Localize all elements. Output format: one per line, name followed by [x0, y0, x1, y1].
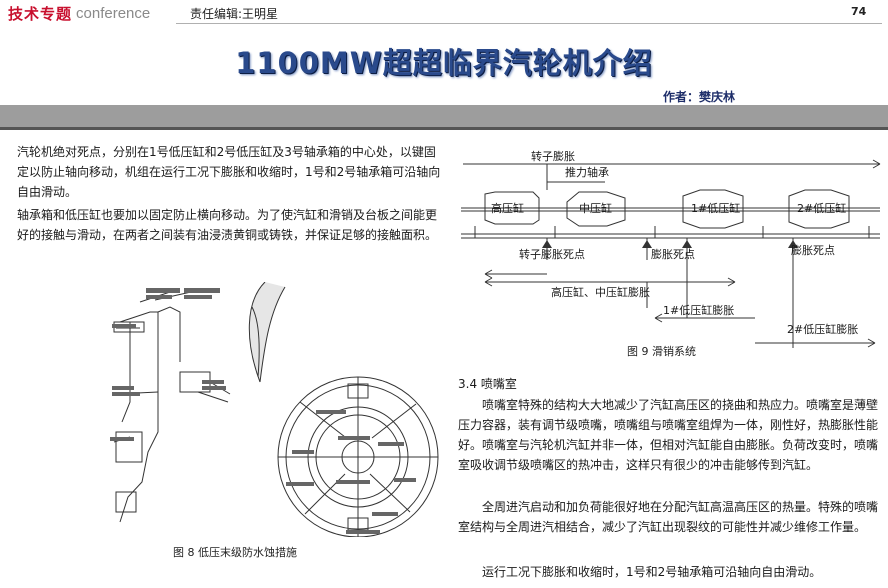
figure-8-drawing: [110, 281, 450, 538]
label-dead-point-2: 膨胀死点: [791, 243, 835, 257]
right-paragraph-1: 喷嘴室特殊的结构大大地减少了汽缸高压区的挠曲和热应力。喷嘴室是薄壁压力容器，装有…: [458, 398, 879, 472]
label-rotor-expansion: 转子膨胀: [531, 149, 575, 163]
title-band-shadow: [0, 127, 888, 130]
article-title: 1100MW超超临界汽轮机介绍: [235, 46, 653, 80]
article-author: 作者：樊庆林: [663, 90, 736, 104]
left-paragraph-2: 轴承箱和低压缸也要加以固定防止横向移动。为了使汽缸和滑销及台板之间能更好的接触与…: [17, 208, 438, 242]
label-dead-point-1: 膨胀死点: [651, 247, 695, 261]
section-heading: 3.4 喷嘴室: [458, 377, 517, 391]
page-number: 74: [851, 5, 867, 18]
page-header: 技术专题 conference 责任编辑:王明星 74: [0, 0, 888, 26]
label-lp2-expansion: 2#低压缸膨胀: [787, 322, 858, 336]
label-lp1-expansion: 1#低压缸膨胀: [663, 303, 734, 317]
figure-9-svg: 转子膨胀 推力轴承 高压缸 中压缸 1#低压缸 2#低压缸 转子膨胀死点 膨胀死…: [461, 149, 881, 348]
column-brand: 技术专题 conference: [8, 2, 150, 24]
label-hp-cylinder: 高压缸: [491, 201, 524, 215]
left-paragraph-1: 汽轮机绝对死点，分别在1号低压缸和2号低压缸及3号轴承箱的中心处，以键固定以防止…: [17, 145, 441, 199]
label-hp-ip-expansion: 高压缸、中压缸膨胀: [551, 285, 650, 299]
figure-9-caption: 图 9 滑销系统: [627, 345, 696, 358]
label-ip-cylinder: 中压缸: [579, 201, 612, 215]
title-band: [0, 105, 888, 127]
right-paragraph-3: 运行工况下膨胀和收缩时，1号和2号轴承箱可沿轴向自由滑动。: [482, 565, 822, 579]
right-paragraph-2: 全周进汽启动和加负荷能很好地在分配汽缸高温高压区的热量。特殊的喷嘴室结构与全周进…: [458, 500, 879, 534]
label-lp1-cylinder: 1#低压缸: [691, 201, 740, 215]
label-thrust-bearing: 推力轴承: [565, 165, 609, 179]
label-rotor-dead-point: 转子膨胀死点: [519, 247, 585, 261]
brand-english: conference: [76, 4, 151, 22]
figure-8-svg: [110, 281, 439, 538]
header-rule: [176, 23, 882, 24]
label-lp2-cylinder: 2#低压缸: [797, 201, 846, 215]
figure-9-diagram: 转子膨胀 推力轴承 高压缸 中压缸 1#低压缸 2#低压缸 转子膨胀死点 膨胀死…: [455, 148, 885, 368]
figure-8-caption: 图 8 低压末级防水蚀措施: [173, 546, 297, 559]
brand-chinese: 技术专题: [8, 4, 73, 23]
editor-credit: 责任编辑:王明星: [190, 7, 279, 21]
